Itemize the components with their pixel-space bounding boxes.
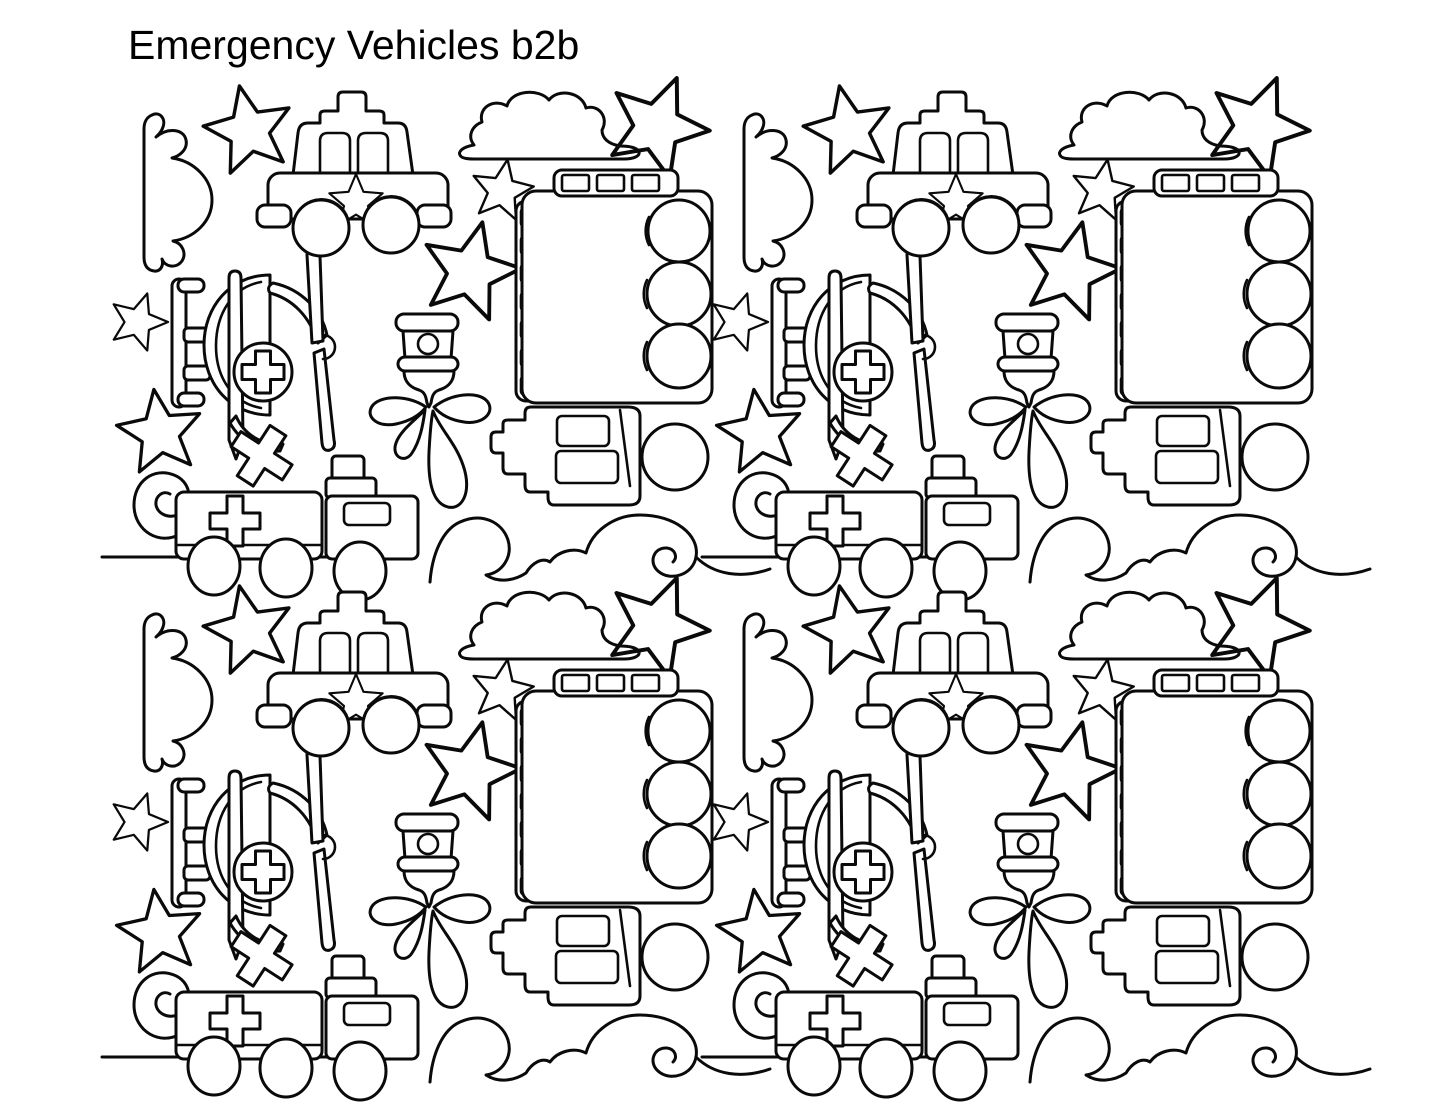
page-title: Emergency Vehicles b2b: [128, 22, 580, 68]
pattern-tile: [702, 559, 1370, 1100]
pattern-tile: [702, 59, 1370, 600]
pattern-tile: [102, 59, 770, 600]
pattern-tile: [102, 559, 770, 1100]
